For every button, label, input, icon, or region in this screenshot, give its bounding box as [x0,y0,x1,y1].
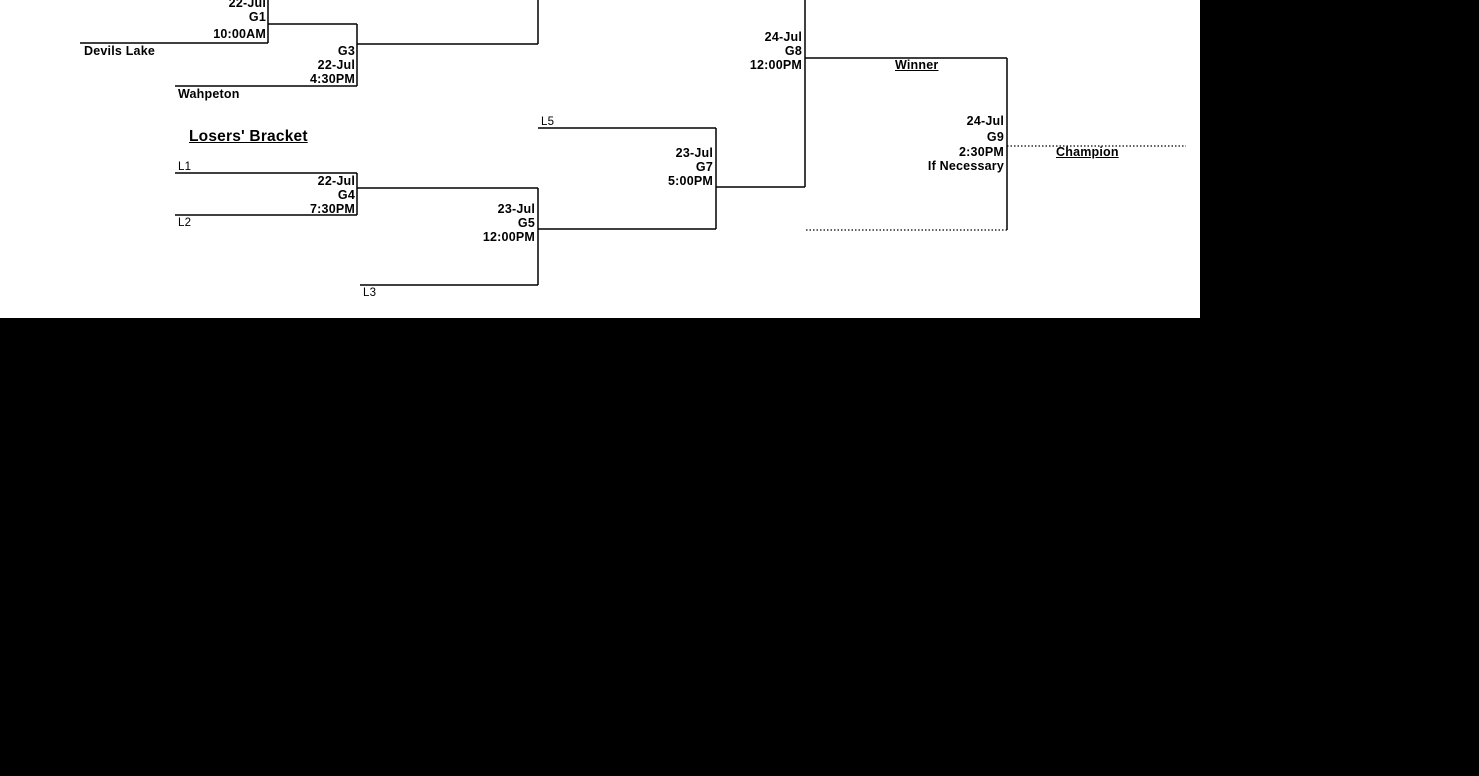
g7-date: 23-Jul [675,146,713,160]
bracket-lines [80,0,1186,286]
champion-label: Champion [1056,145,1119,159]
winner-label: Winner [895,58,939,72]
slot-l2: L2 [178,217,192,229]
g9-date: 24-Jul [966,114,1004,128]
g8-time: 12:00PM [749,58,802,72]
g5-time: 12:00PM [482,230,535,244]
g9-game: G9 [986,130,1004,144]
g1-date: 22-Jul [228,0,266,10]
g4-game: G4 [337,188,355,202]
g7-time: 5:00PM [668,174,713,188]
g3-date: 22-Jul [317,58,355,72]
slot-l1: L1 [178,161,192,173]
g9-time: 2:30PM [959,145,1004,159]
slot-l3: L3 [363,287,377,299]
bracket-sheet: 22-Jul G1 10:00AM Devils Lake G3 22-Jul … [0,0,1200,318]
g9-if-necessary: If Necessary [927,159,1004,173]
slot-l5: L5 [541,116,555,128]
g4-date: 22-Jul [317,174,355,188]
g5-date: 23-Jul [497,202,535,216]
team-wahpeton: Wahpeton [178,87,240,101]
g8-game: G8 [784,44,802,58]
losers-bracket-title: Losers' Bracket [189,128,308,145]
team-devils-lake: Devils Lake [84,44,155,58]
g3-time: 4:30PM [310,72,355,86]
g5-game: G5 [517,216,535,230]
g8-date: 24-Jul [764,30,802,44]
g4-time: 7:30PM [310,202,355,216]
g3-game: G3 [337,44,355,58]
g1-game: G1 [248,10,266,24]
g7-game: G7 [695,160,713,174]
g1-time: 10:00AM [213,27,266,41]
